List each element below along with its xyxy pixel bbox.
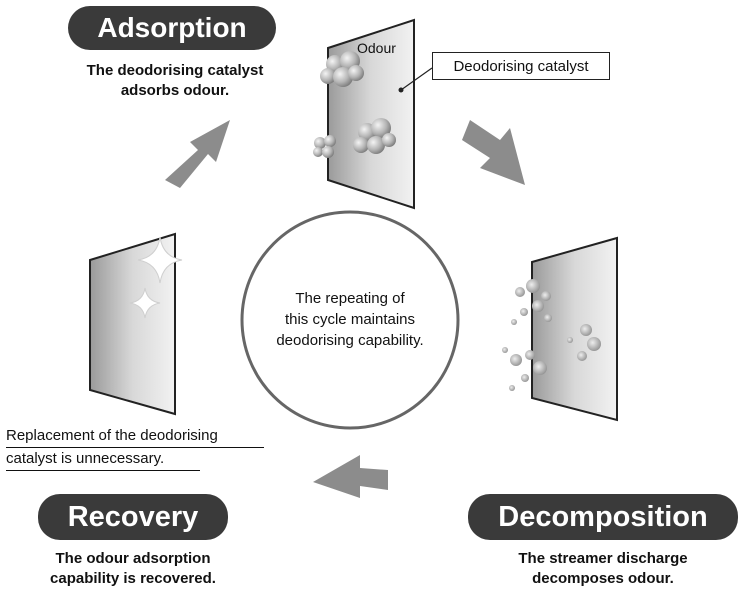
arrow-decomposition-to-recovery-icon bbox=[313, 455, 388, 498]
arrow-adsorption-to-decomposition-icon bbox=[462, 120, 525, 185]
odour-molecule-cluster-large-icon bbox=[320, 51, 364, 87]
replacement-note-line1: Replacement of the deodorising bbox=[6, 425, 264, 448]
decomposition-catalyst-panel bbox=[531, 236, 618, 422]
recovery-catalyst-panel bbox=[89, 232, 176, 416]
arrow-recovery-to-adsorption-icon bbox=[165, 120, 230, 188]
center-text-line3: deodorising capability. bbox=[276, 332, 424, 349]
odour-label: Odour bbox=[357, 40, 396, 56]
cycle-center-circle bbox=[240, 210, 460, 430]
cycle-center-text: The repeating of this cycle maintains de… bbox=[250, 288, 450, 351]
stage-desc-recovery: The odour adsorption capability is recov… bbox=[18, 549, 248, 589]
sparkle-small-icon bbox=[129, 287, 161, 319]
decomposed-odour-fragments-icon bbox=[502, 279, 601, 391]
stage-desc-recovery-line1: The odour adsorption bbox=[55, 550, 211, 567]
stage-desc-adsorption: The deodorising catalyst adsorbs odour. bbox=[40, 61, 310, 101]
center-text-line1: The repeating of bbox=[295, 290, 405, 307]
replacement-note-line2: catalyst is unnecessary. bbox=[6, 448, 200, 471]
stage-title-decomposition: Decomposition bbox=[468, 494, 738, 540]
center-text-line2: this cycle maintains bbox=[284, 311, 416, 328]
deodorising-catalyst-callout: Deodorising catalyst bbox=[432, 52, 610, 80]
replacement-note: Replacement of the deodorising catalyst … bbox=[6, 425, 264, 471]
stage-title-recovery: Recovery bbox=[38, 494, 228, 540]
sparkle-large-icon bbox=[137, 236, 183, 284]
stage-desc-adsorption-line1: The deodorising catalyst bbox=[86, 62, 264, 79]
stage-desc-decomposition: The streamer discharge decomposes odour. bbox=[488, 549, 718, 589]
stage-desc-adsorption-line2: adsorbs odour. bbox=[120, 82, 230, 99]
stage-desc-decomposition-line2: decomposes odour. bbox=[532, 570, 674, 587]
stage-desc-recovery-line2: capability is recovered. bbox=[50, 570, 216, 587]
odour-molecule-cluster-medium-icon bbox=[353, 118, 396, 154]
odour-molecule-cluster-small-icon bbox=[313, 135, 336, 158]
stage-desc-decomposition-line1: The streamer discharge bbox=[518, 550, 688, 567]
stage-title-adsorption: Adsorption bbox=[68, 6, 276, 50]
